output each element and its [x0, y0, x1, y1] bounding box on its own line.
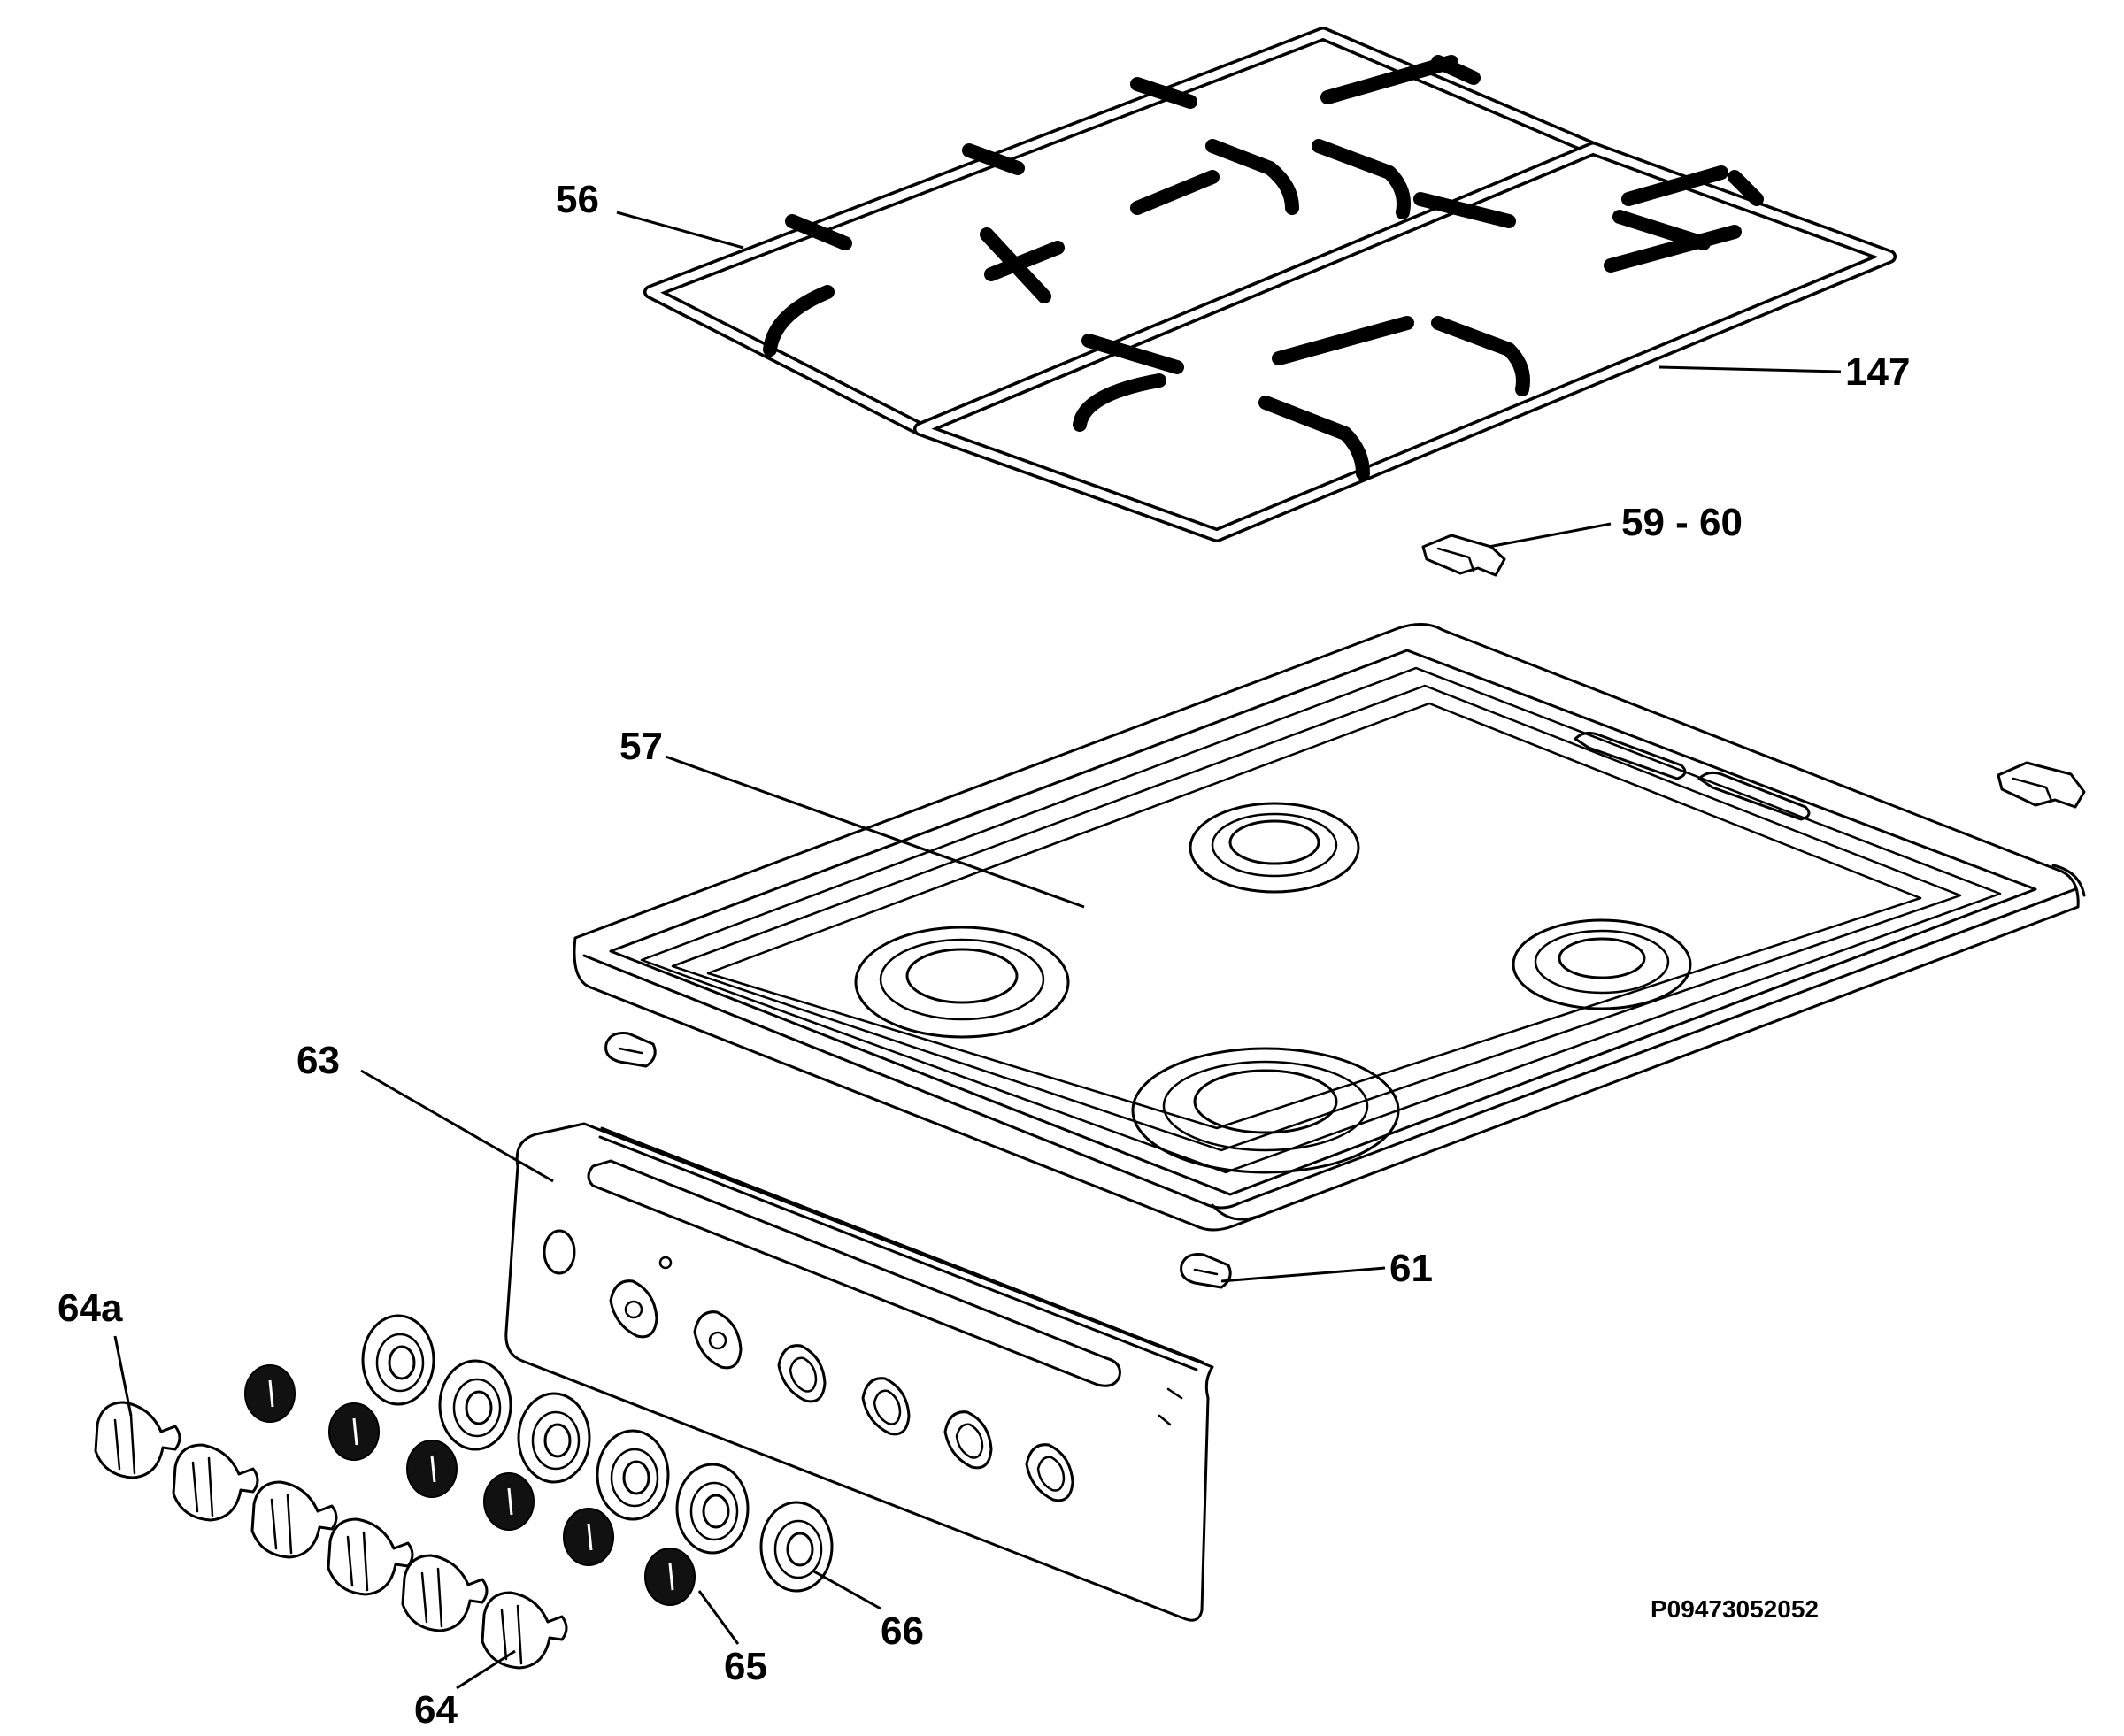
- label-56: 56: [556, 178, 599, 221]
- burner-hole-rear-right: [1189, 802, 1360, 894]
- control-panel: [504, 1122, 1214, 1622]
- label-64: 64: [414, 1688, 458, 1732]
- label-59-60: 59 - 60: [1621, 501, 1743, 544]
- bezel-4: [596, 1429, 670, 1521]
- bezel-1: [361, 1314, 435, 1406]
- control-knobs: [94, 1401, 568, 1670]
- label-147: 147: [1845, 350, 1910, 394]
- label-65: 65: [724, 1645, 767, 1688]
- grid-support-clip: [1421, 534, 1506, 577]
- label-63: 63: [296, 1039, 340, 1082]
- spring-3: [406, 1440, 458, 1498]
- leader-lines: [113, 211, 1842, 1690]
- knob-bezels: [361, 1314, 834, 1593]
- label-64a: 64a: [58, 1287, 123, 1330]
- spring-6: [644, 1548, 696, 1606]
- spring-2: [328, 1402, 380, 1461]
- bezel-6: [759, 1501, 834, 1593]
- knob-5: [401, 1554, 489, 1632]
- burner-hole-rear-left: [854, 926, 1070, 1039]
- hob-top-panel: [573, 623, 2086, 1232]
- label-61: 61: [1389, 1247, 1433, 1290]
- hob-fixing-61: [1180, 1253, 1232, 1289]
- knob-springs: [244, 1364, 696, 1606]
- grid-support-clip-right: [1997, 761, 2086, 809]
- bezel-2: [438, 1359, 512, 1451]
- document-number: P09473052052: [1651, 1595, 1819, 1623]
- knob-4: [327, 1517, 414, 1596]
- pan-support-grids: [643, 27, 1897, 542]
- knob-3: [250, 1480, 338, 1559]
- label-66: 66: [881, 1609, 924, 1653]
- burner-hole-front-left: [1131, 1047, 1400, 1174]
- knob-64: [481, 1591, 568, 1670]
- bezel-3: [517, 1392, 591, 1484]
- label-57: 57: [620, 725, 663, 768]
- bezel-5: [675, 1463, 750, 1555]
- knob-2: [172, 1443, 259, 1522]
- burner-hole-front-right: [1512, 918, 1692, 1010]
- spring-4: [483, 1472, 535, 1531]
- spring-5: [563, 1508, 614, 1566]
- panel-knob-holes: [609, 1279, 1074, 1502]
- spring-1: [244, 1364, 296, 1423]
- hob-fixing-left: [604, 1032, 657, 1068]
- callout-labels: 56 147 59 - 60 57 63 61 64a 64 65 66 P09…: [58, 178, 1910, 1732]
- knob-64a: [94, 1401, 181, 1479]
